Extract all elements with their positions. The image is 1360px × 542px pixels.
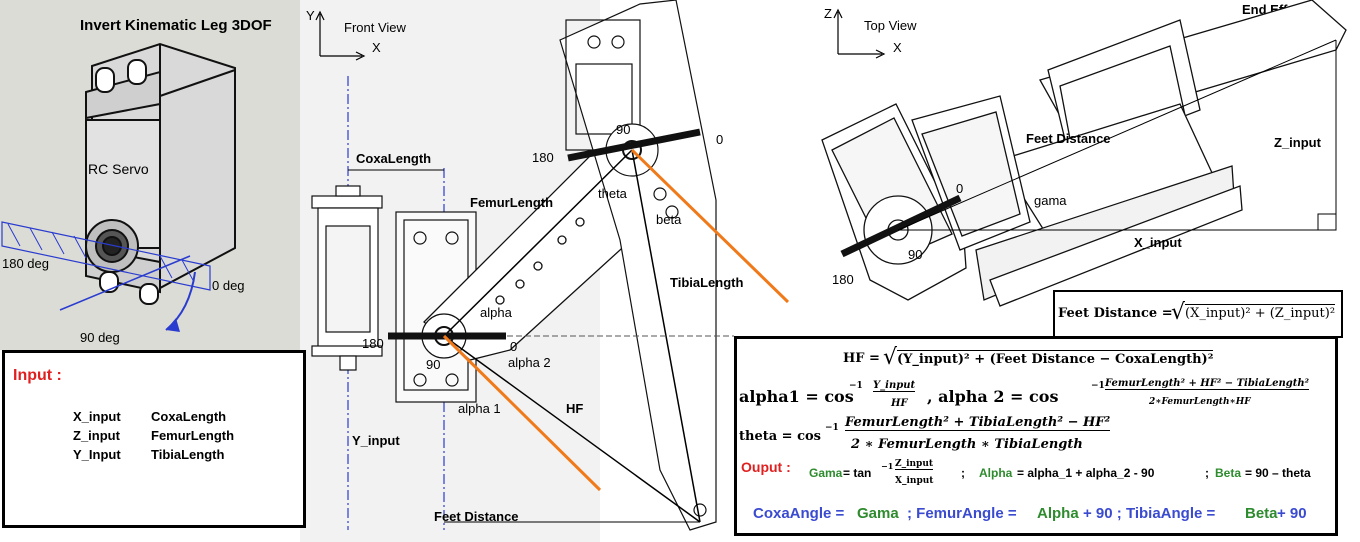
servo-deg-180: 180 deg — [2, 256, 49, 271]
input-list: X_input CoxaLength Z_input FemurLength Y… — [73, 407, 234, 464]
coxa-0: 0 — [956, 181, 963, 196]
inv-sup: −1 — [881, 461, 894, 471]
coxa-angle-lhs: CoxaAngle = — [753, 505, 845, 522]
input-var: X_input — [73, 409, 121, 424]
feet-distance-formula: Feet Distance = √ (X_input)² + (Z_input)… — [1053, 290, 1343, 338]
coxa-angle-gama: Gama — [857, 505, 899, 522]
coxa-90: 90 — [908, 247, 922, 262]
hf-label: HF — [566, 401, 583, 416]
feet-distance-lhs: Feet Distance = — [1058, 306, 1173, 321]
input-var: Z_input — [73, 428, 120, 443]
front-feet-distance-label: Feet Distance — [434, 509, 519, 524]
semicolon: ; — [961, 466, 965, 480]
tibia-90: 90 — [616, 122, 630, 137]
coxa-180: 180 — [832, 272, 854, 287]
front-axis-x: X — [372, 40, 381, 55]
top-view-title: Top View — [864, 18, 917, 33]
input-var: Y_Input — [73, 447, 121, 462]
output-label: Ouput : — [741, 459, 791, 475]
rc-servo-label: RC Servo — [88, 161, 149, 177]
front-view-title: Front View — [344, 20, 407, 35]
alpha1-lhs: alpha1 = cos — [739, 387, 854, 406]
top-view-axes — [833, 8, 886, 59]
input-var: CoxaLength — [151, 409, 227, 424]
input-var: TibiaLength — [151, 447, 225, 462]
tibia-0: 0 — [716, 132, 723, 147]
coxa-length-label: CoxaLength — [356, 151, 431, 166]
alpha-name: Alpha — [979, 466, 1013, 480]
theta-den: 2 ∗ FemurLength ∗ TibiaLength — [851, 437, 1083, 452]
alpha2-num: FemurLength² + HF² − TibiaLength² — [1105, 378, 1310, 390]
inv-sup: −1 — [849, 381, 863, 391]
servo-deg-90: 90 deg — [80, 330, 120, 345]
rc-servo-drawing — [85, 42, 236, 305]
input-row: Z_input FemurLength — [73, 426, 234, 445]
inv-sup: −1 — [1091, 381, 1105, 391]
alpha1-num: Y_input — [873, 380, 916, 392]
coxa-horn-bar — [840, 194, 962, 258]
tibia-length-label: TibiaLength — [670, 275, 743, 290]
hf-rhs: (Y_input)² + (Feet Distance − CoxaLength… — [897, 350, 1214, 367]
servo-rotation-plane — [1, 221, 211, 332]
theta-label: theta — [598, 186, 628, 201]
feet-distance-rhs: (X_input)² + (Z_input)² — [1185, 304, 1336, 321]
diagram-title: Invert Kinematic Leg 3DOF — [80, 17, 272, 34]
tibia-angle-plus90: + 90 — [1277, 505, 1307, 522]
input-panel: Input : X_input CoxaLength Z_input Femur… — [2, 350, 306, 528]
front-axis-y: Y — [306, 8, 315, 23]
alpha2-lhs: , alpha 2 = cos — [927, 387, 1059, 406]
top-axis-x: X — [893, 40, 902, 55]
femur-0: 0 — [510, 339, 517, 354]
tibia-angle-lhs: + 90 ; TibiaAngle = — [1083, 505, 1216, 522]
front-view-axes — [315, 10, 366, 61]
gama-label: gama — [1034, 193, 1067, 208]
servo-deg-0: 0 deg — [212, 278, 245, 293]
z-input-label: Z_input — [1274, 135, 1322, 150]
beta-label: beta — [656, 212, 682, 227]
input-var: FemurLength — [151, 428, 235, 443]
semicolon: ; — [1205, 466, 1209, 480]
input-row: X_input CoxaLength — [73, 407, 234, 426]
input-heading: Input : — [13, 367, 62, 384]
gama-name: Gama — [809, 466, 843, 480]
sqrt-symbol: √ — [883, 345, 898, 370]
theta-num: FemurLength² + TibiaLength² − HF² — [845, 415, 1111, 431]
sqrt-symbol: √ — [1171, 300, 1186, 325]
gama-num: Z_input — [895, 459, 934, 470]
alpha-eq: = alpha_1 + alpha_2 - 90 — [1017, 466, 1155, 480]
front-geometry — [388, 128, 790, 523]
input-row: Y_Input TibiaLength — [73, 445, 234, 464]
femur-180: 180 — [362, 336, 384, 351]
top-geometry — [897, 39, 1337, 231]
coxa-servo — [311, 185, 383, 371]
hf-lhs: HF = — [843, 351, 880, 366]
top-leg-drawing — [821, 0, 1347, 307]
alpha1-label: alpha 1 — [458, 401, 501, 416]
formula-panel: HF = √ (Y_input)² + (Feet Distance − Cox… — [734, 336, 1338, 536]
y-input-label: Y_input — [352, 433, 400, 448]
top-feet-distance-label: Feet Distance — [1026, 131, 1111, 146]
alpha1-den: HF — [891, 398, 908, 409]
tibia-angle-beta: Beta — [1245, 505, 1278, 522]
beta-name: Beta — [1215, 466, 1242, 480]
top-axis-z: Z — [824, 6, 832, 21]
inv-sup: −1 — [825, 423, 839, 433]
tibia-180: 180 — [532, 150, 554, 165]
femur-angle-alpha: Alpha — [1037, 505, 1079, 522]
alpha2-label: alpha 2 — [508, 355, 551, 370]
femur-length-label: FemurLength — [470, 195, 553, 210]
alpha2-den: 2∗FemurLength∗HF — [1149, 397, 1251, 407]
alpha-label: alpha — [480, 305, 513, 320]
gama-eq: = tan — [843, 466, 872, 480]
x-input-label: X_input — [1134, 235, 1182, 250]
femur-angle-lhs: ; FemurAngle = — [907, 505, 1017, 522]
femur-90: 90 — [426, 357, 440, 372]
beta-eq: = 90 – theta — [1245, 466, 1311, 480]
gama-den: X_input — [895, 476, 934, 486]
theta-lhs: theta = cos — [739, 429, 822, 444]
